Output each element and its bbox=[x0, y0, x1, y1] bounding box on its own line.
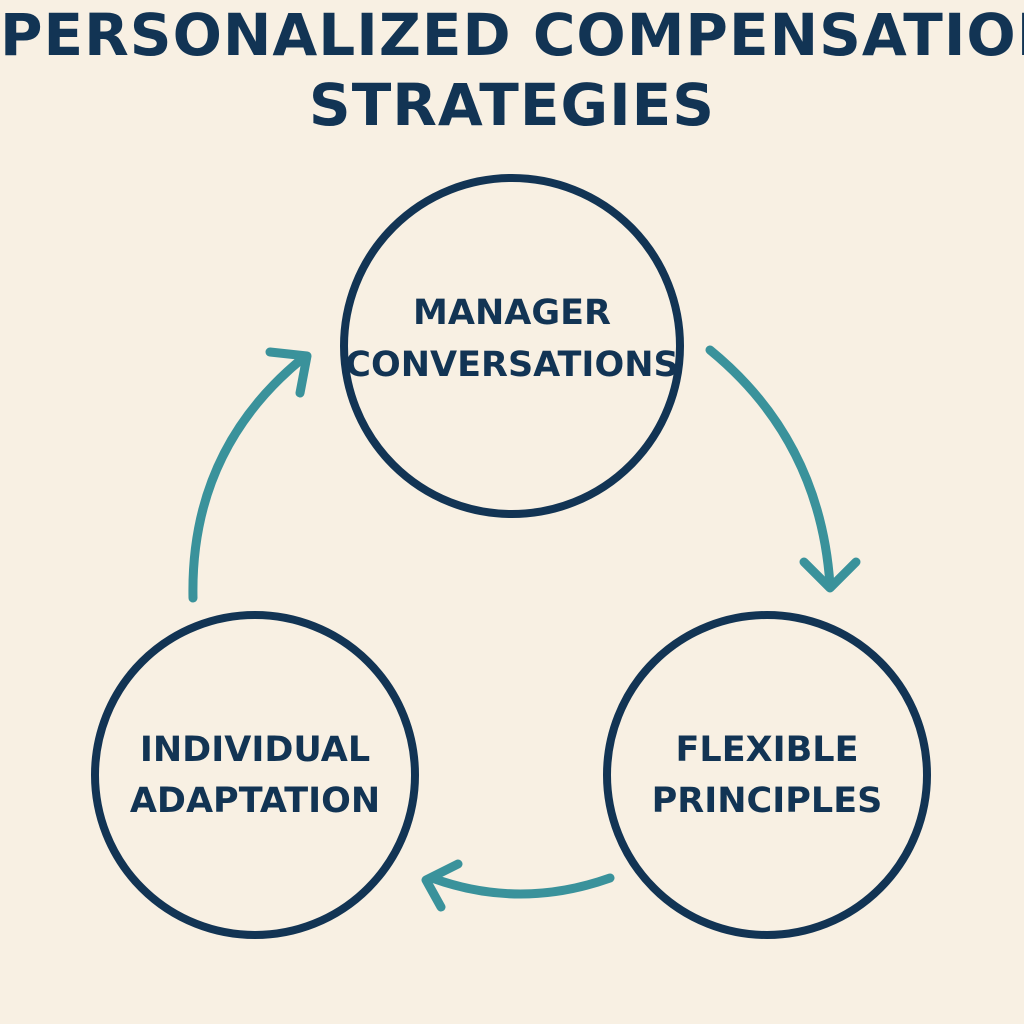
manager-conversations-circle bbox=[340, 174, 684, 518]
flexible-principles-label-line-1: FLEXIBLE bbox=[675, 730, 858, 770]
arrow-flexible-to-individual-head bbox=[421, 859, 463, 912]
flexible-principles-circle bbox=[603, 611, 931, 939]
individual-adaptation-circle bbox=[91, 611, 419, 939]
arrow-individual-to-manager-shaft bbox=[188, 353, 308, 603]
manager-conversations-label-line-1: MANAGER bbox=[413, 293, 611, 333]
arrow-flexible-to-individual-shaft bbox=[427, 873, 615, 899]
title-line-2: STRATEGIES bbox=[308, 71, 716, 139]
arrow-manager-to-flexible-shaft bbox=[705, 345, 835, 590]
manager-conversations-label-line-2: CONVERSATIONS bbox=[345, 345, 678, 385]
arrow-individual-to-manager bbox=[188, 347, 312, 603]
arrow-manager-to-flexible-head bbox=[799, 557, 861, 593]
individual-adaptation-label-line-2: ADAPTATION bbox=[130, 781, 380, 821]
title-line-1: PERSONALIZED COMPENSATION bbox=[0, 1, 1024, 69]
arrow-manager-to-flexible bbox=[705, 345, 861, 593]
arrow-flexible-to-individual bbox=[421, 859, 615, 912]
arrow-individual-to-manager-head bbox=[265, 347, 312, 398]
flexible-principles-label-line-2: PRINCIPLES bbox=[652, 781, 883, 821]
individual-adaptation-label-line-1: INDIVIDUAL bbox=[140, 730, 370, 770]
